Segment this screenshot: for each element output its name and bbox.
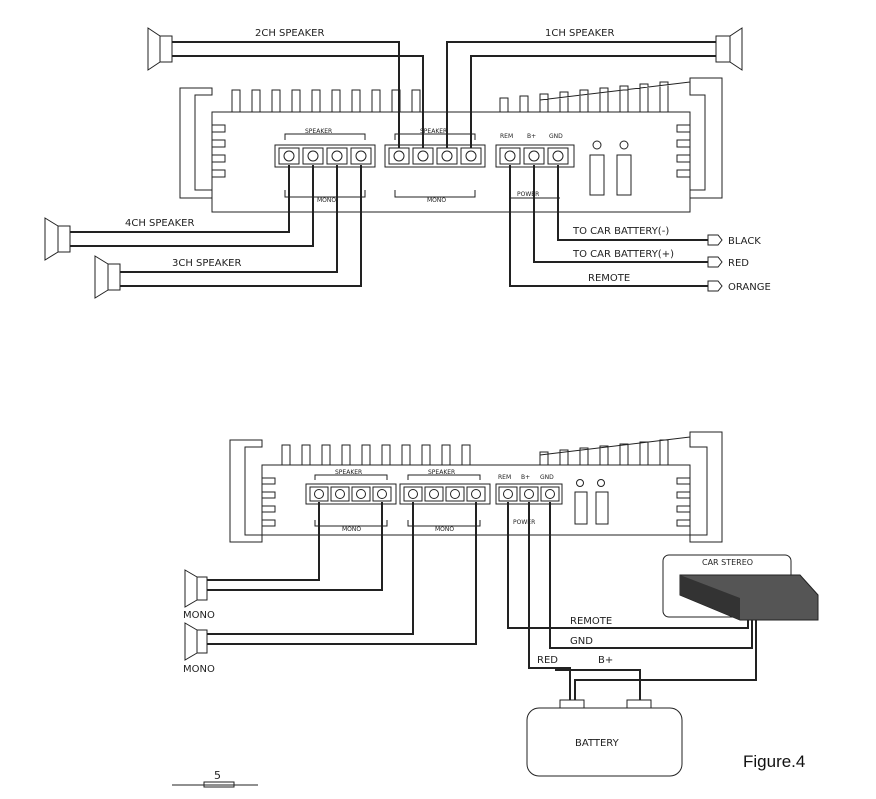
connector-black-icon (707, 234, 723, 246)
power-label-1: POWER (517, 191, 539, 198)
wire-black-lead (557, 165, 708, 241)
wire-1ch-b (470, 55, 716, 148)
mono-label-2a: MONO (342, 526, 361, 533)
mono-label-1a: MONO (317, 197, 336, 204)
label-orange: ORANGE (728, 282, 771, 293)
power-terminal-label-gnd: GND (549, 133, 563, 140)
mono-speaker-1-icon (184, 569, 208, 608)
mono-label-1b: MONO (427, 197, 446, 204)
wire-mono2-a (207, 502, 414, 635)
wire-label-bplus: B+ (598, 655, 613, 666)
amplifier-1-fins-left (212, 124, 226, 178)
terminal-block-1a (274, 144, 376, 168)
power-terminal-label-rem-2: REM (498, 474, 511, 481)
wire-3ch-b (120, 165, 362, 287)
speaker-1ch-icon (715, 27, 743, 71)
terminal-block-2a (305, 483, 397, 505)
battery-box (526, 699, 683, 777)
label-remote-1: REMOTE (588, 273, 630, 284)
label-3ch-speaker: 3CH SPEAKER (172, 258, 241, 269)
fuse-block-2 (574, 479, 609, 525)
power-terminal-label-bplus-2: B+ (521, 474, 530, 481)
speaker-bracket-lines-2 (314, 474, 481, 527)
page-number: 5 (214, 769, 221, 782)
terminal-block-1b (384, 144, 486, 168)
fuse-block-1 (589, 140, 632, 196)
amplifier-2-fins-left (262, 477, 276, 527)
terminal-group-label-1b: SPEAKER (420, 128, 447, 135)
label-1ch-speaker: 1CH SPEAKER (545, 28, 614, 39)
wire-red-lead (533, 165, 708, 263)
label-to-car-battery-neg: TO CAR BATTERY(-) (572, 226, 669, 237)
terminal-block-2b (399, 483, 491, 505)
power-terminal-block-2 (495, 483, 563, 505)
car-stereo-label: CAR STEREO (702, 558, 753, 567)
wire-gnd-2 (549, 502, 753, 649)
speaker-3ch-icon (94, 255, 121, 299)
speaker-2ch-icon (147, 27, 173, 71)
wire-2ch-a (172, 41, 400, 148)
wire-red-2 (528, 502, 571, 700)
wire-mono2-b (207, 502, 477, 645)
battery-label: BATTERY (575, 738, 620, 749)
wire-mono1-b (207, 502, 383, 591)
wire-label-red: RED (537, 655, 558, 666)
label-to-car-battery-pos: TO CAR BATTERY(+) (572, 249, 674, 260)
label-4ch-speaker: 4CH SPEAKER (125, 218, 194, 229)
mono-speaker-2-label: MONO (183, 664, 215, 675)
wire-remote-2 (507, 502, 749, 629)
terminal-group-label-1a: SPEAKER (305, 128, 332, 135)
terminal-group-label-2b: SPEAKER (428, 469, 455, 476)
mono-speaker-2-icon (184, 622, 208, 661)
wire-4ch-b (70, 165, 314, 247)
terminal-group-label-2a: SPEAKER (335, 469, 362, 476)
power-label-2: POWER (513, 519, 535, 526)
power-terminal-label-bplus: B+ (527, 133, 536, 140)
car-stereo-box (662, 554, 819, 621)
amplifier-1-fins-right (676, 124, 690, 178)
diagram-2: SPEAKER SPEAKER MONO MONO REM B+ GND POW… (183, 431, 819, 777)
speaker-bracket-lines-1 (284, 133, 560, 199)
label-2ch-speaker: 2CH SPEAKER (255, 28, 324, 39)
figure-label: Figure.4 (743, 752, 805, 771)
amplifier-2-fins-right (676, 477, 690, 527)
wire-label-gnd: GND (570, 636, 593, 647)
wire-4ch-a (70, 165, 290, 233)
connector-red-icon (707, 256, 723, 268)
wire-orange-lead (509, 165, 708, 287)
label-black: BLACK (728, 236, 761, 247)
power-terminal-label-rem: REM (500, 133, 513, 140)
mono-speaker-1-label: MONO (183, 610, 215, 621)
power-terminal-label-gnd-2: GND (540, 474, 554, 481)
page-number-marker: 5 (172, 769, 258, 788)
wire-1ch-a (446, 41, 716, 148)
speaker-4ch-icon (44, 217, 71, 261)
wire-battery-neg-2 (574, 620, 757, 700)
wire-label-remote: REMOTE (570, 616, 612, 627)
wire-bplus-2 (555, 669, 641, 700)
wire-2ch-b (172, 55, 424, 148)
wire-mono1-a (207, 502, 320, 581)
wire-3ch-a (120, 165, 338, 273)
mono-label-2b: MONO (435, 526, 454, 533)
power-terminal-block-1 (495, 144, 575, 168)
diagram-1: SPEAKER SPEAKER MONO MONO REM B+ GND POW… (44, 27, 771, 299)
amplifier-1-heatsink (179, 77, 723, 199)
label-red: RED (728, 258, 749, 269)
connector-orange-icon (707, 280, 723, 292)
